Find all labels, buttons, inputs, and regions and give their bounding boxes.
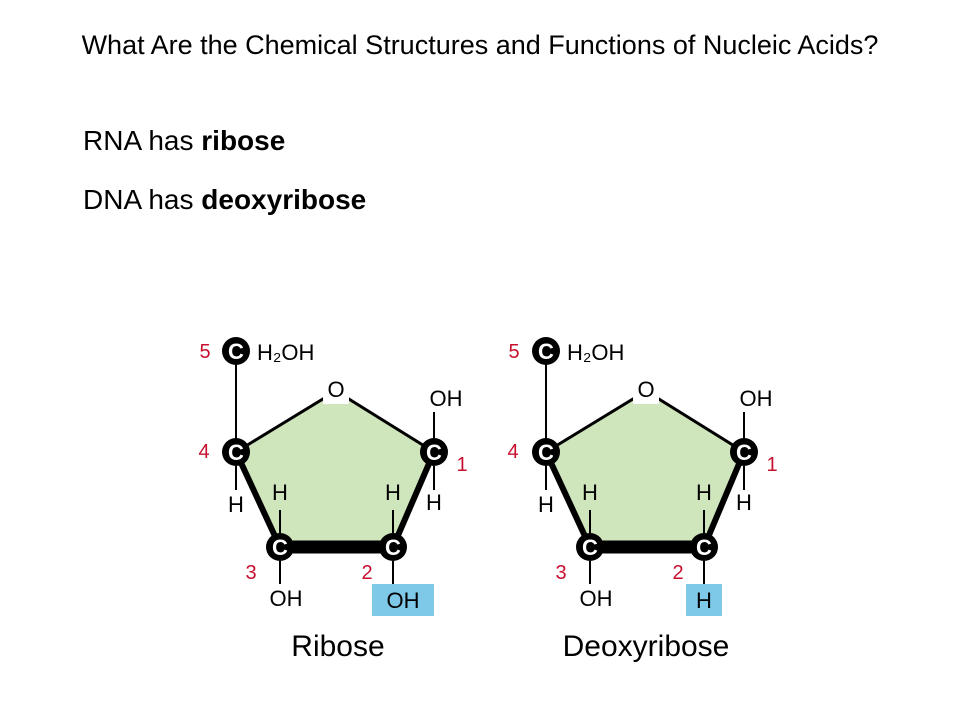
deoxyribose-bond-c2-c1 [701,450,747,549]
bullet-rna-bold: ribose [201,125,286,156]
deoxyribose-panel: O C C C C C H₂OH OH H H [507,337,778,663]
svg-text:C: C [228,440,244,465]
ribose-carbon-3: C [266,533,294,561]
ribose-carbon-2: C [379,533,407,561]
ribose-c2-highlight [372,584,434,616]
bullet-dna: DNA has deoxyribose [83,184,366,216]
deoxyribose-c2-h-top: H [696,480,712,505]
deoxyribose-caption: Deoxyribose [563,630,730,663]
bullet-dna-bold: deoxyribose [201,184,367,215]
ribose-c1-h: H [426,490,442,515]
ribose-bond-c4-c3 [233,450,283,549]
deoxyribose-ring-oxygen: O [637,377,654,402]
deoxyribose-carbon-5: C [532,337,560,365]
deoxyribose-number-2: 2 [672,562,683,584]
ribose-c1-oh: OH [430,386,463,411]
deoxyribose-number-5: 5 [508,341,519,363]
ribose-number-5: 5 [199,341,210,363]
deoxyribose-c5-group: H₂OH [567,340,624,365]
ribose-number-3: 3 [245,562,256,584]
svg-text:C: C [426,440,442,465]
deoxyribose-carbon-3: C [576,533,604,561]
bullet-rna: RNA has ribose [83,125,285,157]
ribose-carbon-5: C [222,337,250,365]
ribose-caption: Ribose [291,630,384,663]
ribose-number-4: 4 [198,441,209,463]
ribose-c3-h: H [272,480,288,505]
deoxyribose-c1-h: H [736,490,752,515]
deoxyribose-c3-h: H [582,480,598,505]
ribose-oxygen-patch [323,376,349,404]
deoxyribose-oxygen-patch [633,376,659,404]
bullet-rna-text: RNA has [83,125,202,156]
svg-text:C: C [228,339,244,364]
deoxyribose-carbon-1: C [730,438,758,466]
ribose-carbon-4: C [222,438,250,466]
deoxyribose-number-3: 3 [555,562,566,584]
ribose-c2-h: H [385,480,401,505]
deoxyribose-carbon-2: C [690,533,718,561]
slide-title: What Are the Chemical Structures and Fun… [81,30,879,60]
deoxyribose-number-1: 1 [766,454,777,476]
deoxyribose-c2-highlight [686,584,722,616]
svg-text:C: C [582,535,598,560]
deoxyribose-c3-oh: OH [580,586,613,611]
svg-text:C: C [696,535,712,560]
deoxyribose-bond-c4-c3 [543,450,593,549]
svg-text:C: C [538,440,554,465]
svg-text:C: C [736,440,752,465]
ribose-panel: O C C C C C H₂OH [198,337,468,663]
svg-text:C: C [538,339,554,364]
deoxyribose-c4-h: H [538,492,554,517]
ribose-number-2: 2 [361,562,372,584]
ribose-c2-oh: OH [387,588,420,613]
ribose-ring-oxygen: O [327,377,344,402]
bullet-dna-text: DNA has [83,184,202,215]
deoxyribose-c1-oh: OH [740,386,773,411]
ribose-number-1: 1 [456,454,467,476]
svg-text:C: C [385,535,401,560]
deoxyribose-c2-h-bottom: H [696,588,712,613]
svg-text:C: C [272,535,288,560]
ribose-carbon-1: C [420,438,448,466]
ribose-c5-group: H₂OH [257,340,314,365]
ribose-bond-c2-c1 [390,450,437,549]
deoxyribose-number-4: 4 [507,441,518,463]
ribose-c3-oh: OH [270,586,303,611]
ribose-c4-h: H [228,492,244,517]
deoxyribose-carbon-4: C [532,438,560,466]
